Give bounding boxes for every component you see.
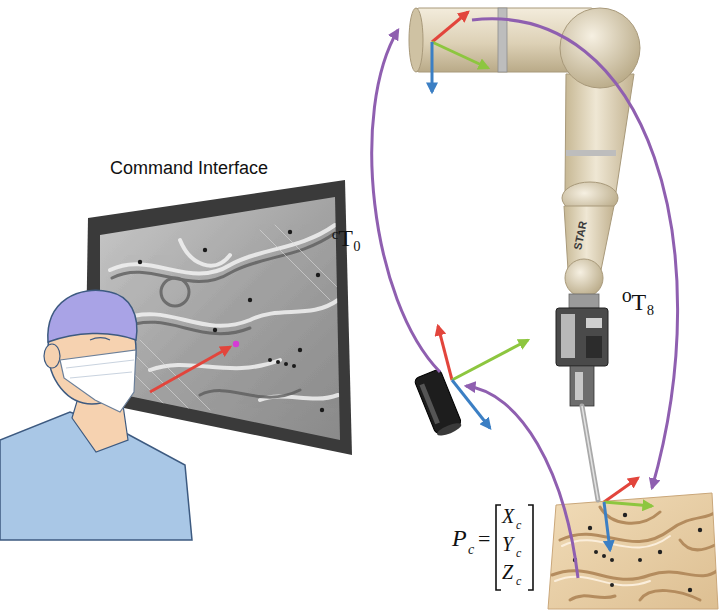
transform-label: ⁰T₈ xyxy=(622,290,655,314)
screen-panel: Command Interface xyxy=(78,150,363,460)
equals-sign: = xyxy=(478,528,490,550)
subscript: c xyxy=(516,519,521,531)
screen-outline xyxy=(78,150,363,460)
subscript: c xyxy=(516,547,521,559)
matrix-entry: Y xyxy=(502,534,513,554)
subscript: c xyxy=(468,543,474,557)
transform-label: ᶜT₀ xyxy=(332,226,361,250)
matrix-entry: X xyxy=(502,506,514,526)
panel-heading: Command Interface xyxy=(110,158,268,179)
matrix-entry: Z xyxy=(502,562,513,582)
point-symbol: P xyxy=(452,526,467,550)
subscript: c xyxy=(516,575,521,587)
